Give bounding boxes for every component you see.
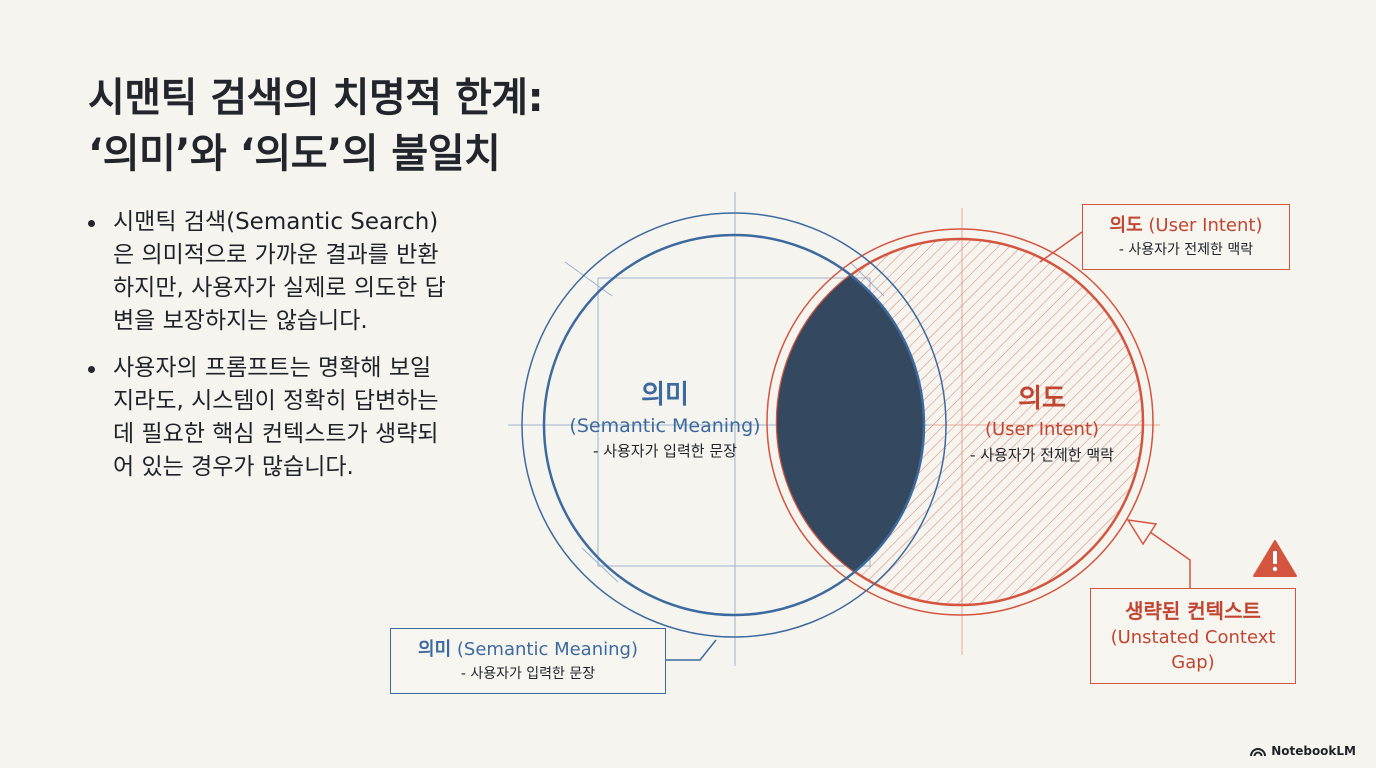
- gap-callout: 생략된 컨텍스트 (Unstated Context Gap): [1090, 588, 1296, 684]
- overlap-region: [777, 239, 924, 605]
- brand-badge: NotebookLM: [1250, 744, 1356, 758]
- page-title-line-1: 시맨틱 검색의 치명적 한계:: [88, 75, 544, 121]
- meaning-label-title: 의미: [641, 380, 689, 410]
- intent-callout: 의도 (User Intent) - 사용자가 전제한 맥락: [1082, 204, 1290, 270]
- meaning-callout-leader: [666, 639, 717, 661]
- meaning-callout-desc: - 사용자가 입력한 문장: [460, 666, 596, 682]
- bullet-item: 시맨틱 검색(Semantic Search)은 의미적으로 가까운 결과를 반…: [86, 206, 446, 338]
- intent-label: 의도 (User Intent) - 사용자가 전제한 맥락: [942, 382, 1142, 466]
- meaning-callout: 의미 (Semantic Meaning) - 사용자가 입력한 문장: [390, 628, 666, 694]
- meaning-label-subtitle: (Semantic Meaning): [569, 415, 761, 437]
- notebooklm-logo-icon: [1250, 747, 1267, 756]
- meaning-circle-inner: [542, 233, 926, 617]
- warning-icon: [1253, 540, 1297, 577]
- page-title-line-2: ‘의미’와 ‘의도’의 불일치: [88, 131, 501, 177]
- intent-callout-subtitle: (User Intent): [1148, 215, 1263, 236]
- intent-label-title: 의도: [1018, 384, 1066, 414]
- intent-callout-leader: [1039, 231, 1083, 263]
- meaning-label: 의미 (Semantic Meaning) - 사용자가 입력한 문장: [555, 378, 775, 462]
- page-title: 시맨틱 검색의 치명적 한계: ‘의미’와 ‘의도’의 불일치: [88, 70, 708, 182]
- gap-callout-subtitle: (Unstated Context Gap): [1110, 627, 1276, 673]
- gap-arrow-head: [1126, 519, 1158, 546]
- intent-callout-desc: - 사용자가 전제한 맥락: [1118, 242, 1254, 258]
- bullet-list: 시맨틱 검색(Semantic Search)은 의미적으로 가까운 결과를 반…: [86, 206, 446, 498]
- meaning-circle-outer: [521, 212, 947, 638]
- gap-callout-title: 생략된 컨텍스트: [1125, 599, 1261, 623]
- intent-circle-outer: [766, 228, 1154, 616]
- intent-label-subtitle: (User Intent): [984, 419, 1100, 440]
- bullet-item: 사용자의 프롬프트는 명확해 보일지라도, 시스템이 정확히 답변하는 데 필요…: [86, 352, 446, 484]
- meaning-callout-subtitle: (Semantic Meaning): [456, 639, 638, 660]
- intent-callout-title: 의도: [1109, 215, 1143, 236]
- brand-name: NotebookLM: [1271, 744, 1356, 758]
- intent-label-desc: - 사용자가 전제한 맥락: [970, 446, 1114, 464]
- gap-callout-leader: [1149, 531, 1191, 588]
- meaning-label-desc: - 사용자가 입력한 문장: [593, 442, 737, 460]
- meaning-callout-title: 의미: [418, 639, 452, 660]
